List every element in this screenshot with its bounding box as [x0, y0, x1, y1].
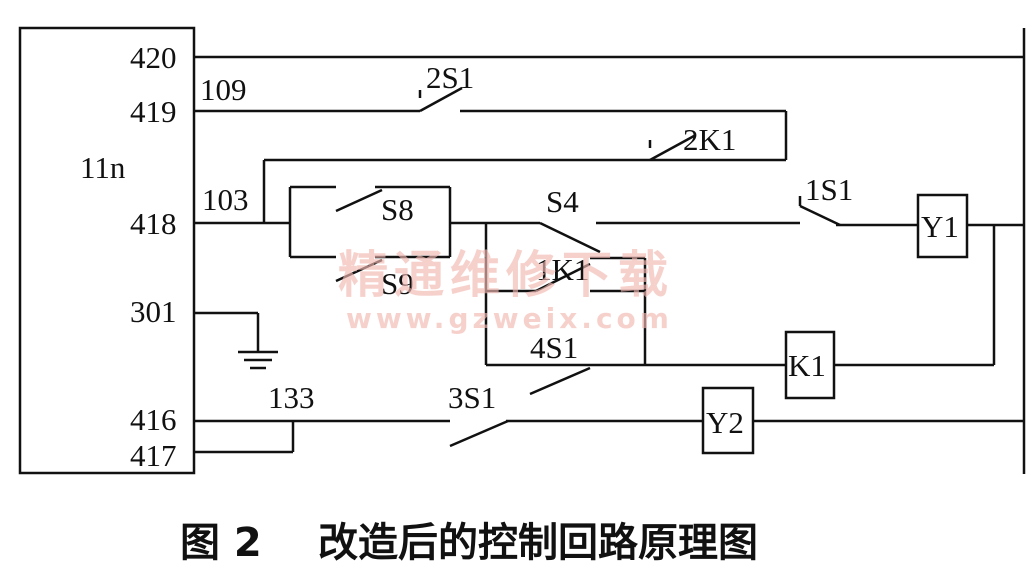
line-418	[194, 185, 1024, 367]
terminal-418: 418	[130, 206, 177, 241]
terminal-420: 420	[130, 40, 177, 75]
wire-103: 103	[202, 182, 249, 217]
terminal-419: 419	[130, 94, 177, 129]
branch-1K1	[486, 256, 647, 365]
contact-2S1: 2S1	[426, 60, 474, 95]
coil-Y1-label: Y1	[921, 209, 959, 244]
coil-Y2-label: Y2	[706, 405, 744, 440]
contact-S9: S9	[381, 266, 414, 301]
caption-title: 改造后的控制回路原理图	[318, 520, 758, 566]
wire-133: 133	[268, 380, 315, 415]
line-419	[194, 86, 788, 223]
contact-3S1: 3S1	[448, 380, 496, 415]
watermark-url: www.gzweix.com	[346, 302, 673, 335]
terminal-416: 416	[130, 402, 177, 437]
module-11n-box	[18, 26, 196, 475]
wire-109: 109	[200, 72, 247, 107]
contact-S8: S8	[381, 192, 414, 227]
terminal-301: 301	[130, 294, 177, 329]
contact-S4: S4	[546, 184, 579, 219]
terminal-417: 417	[130, 438, 177, 473]
coil-Y1	[916, 193, 969, 259]
caption-figure-number: 图 2	[180, 520, 262, 566]
line-K1	[529, 363, 994, 396]
line-416	[194, 419, 1024, 454]
contact-1K1: 1K1	[536, 252, 589, 287]
coil-K1-label: K1	[788, 348, 826, 383]
contact-1S1: 1S1	[805, 172, 853, 207]
watermark-text: 精通维修下载	[338, 246, 674, 304]
ground-symbol	[194, 311, 278, 370]
contact-2K1: 2K1	[683, 122, 736, 157]
coil-K1	[784, 330, 836, 400]
module-name: 11n	[80, 150, 126, 185]
contact-4S1: 4S1	[530, 330, 578, 365]
